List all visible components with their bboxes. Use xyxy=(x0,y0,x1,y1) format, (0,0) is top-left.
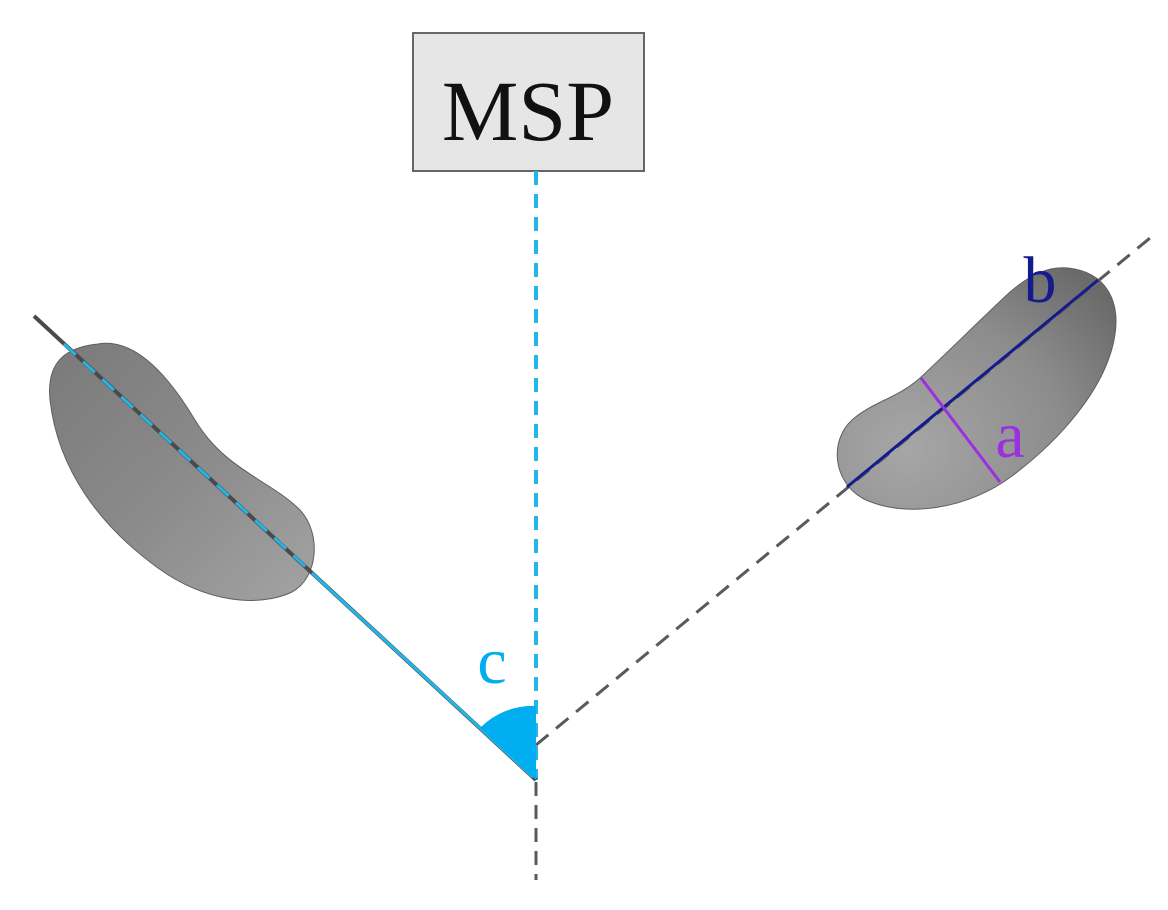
width-measure-line xyxy=(919,377,1002,483)
width-label: a xyxy=(995,399,1024,472)
angle-sector xyxy=(480,705,536,780)
left-axis-inside-dashed xyxy=(62,342,310,571)
msp-label: MSP xyxy=(442,63,614,159)
length-label: b xyxy=(1024,244,1057,317)
left-shape xyxy=(49,342,315,601)
angle-label: c xyxy=(477,625,506,698)
length-measure-line xyxy=(846,278,1099,489)
msp-reference-box: MSP xyxy=(412,32,645,172)
msp-box-frame xyxy=(412,32,645,172)
right-shape xyxy=(836,267,1117,510)
